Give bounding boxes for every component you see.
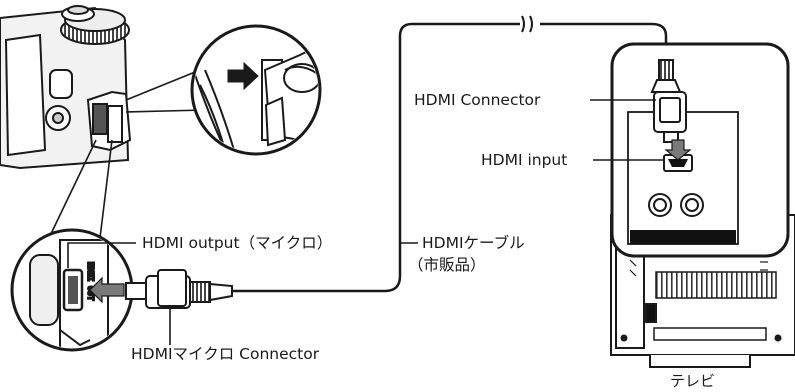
arrow-left-icon <box>89 276 125 304</box>
hdmi-output-label: HDMI output（マイクロ） <box>142 234 332 252</box>
micro-hdmi-plug <box>125 269 233 309</box>
tv-label: テレビ <box>670 372 715 390</box>
camera-illustration <box>0 5 132 170</box>
hdmi-connector-label: HDMI Connector <box>414 91 541 109</box>
hdmi-input-label: HDMI input <box>481 151 567 169</box>
finger-press-zoom <box>190 24 322 156</box>
arrow-right-icon <box>227 61 259 91</box>
leader-lines <box>67 99 664 345</box>
arrow-down-icon <box>664 139 692 161</box>
hdmi-out-port-marking: HDMI OUT <box>86 262 95 301</box>
port-callout-lines <box>47 139 113 241</box>
tv-illustration <box>610 42 795 368</box>
hdmi-cable-label: HDMIケーブル <box>422 233 525 252</box>
hdmi-cable-note-label: （市販品） <box>408 256 486 274</box>
hdmi-micro-connector-label: HDMIマイクロ Connector <box>131 345 320 363</box>
port-zoom: HDMI OUT <box>10 228 134 352</box>
hdmi-cable <box>232 22 668 293</box>
zoom-callout-lines <box>125 69 206 113</box>
cable-break-symbol <box>521 15 533 33</box>
hdmi-plug <box>650 59 687 143</box>
